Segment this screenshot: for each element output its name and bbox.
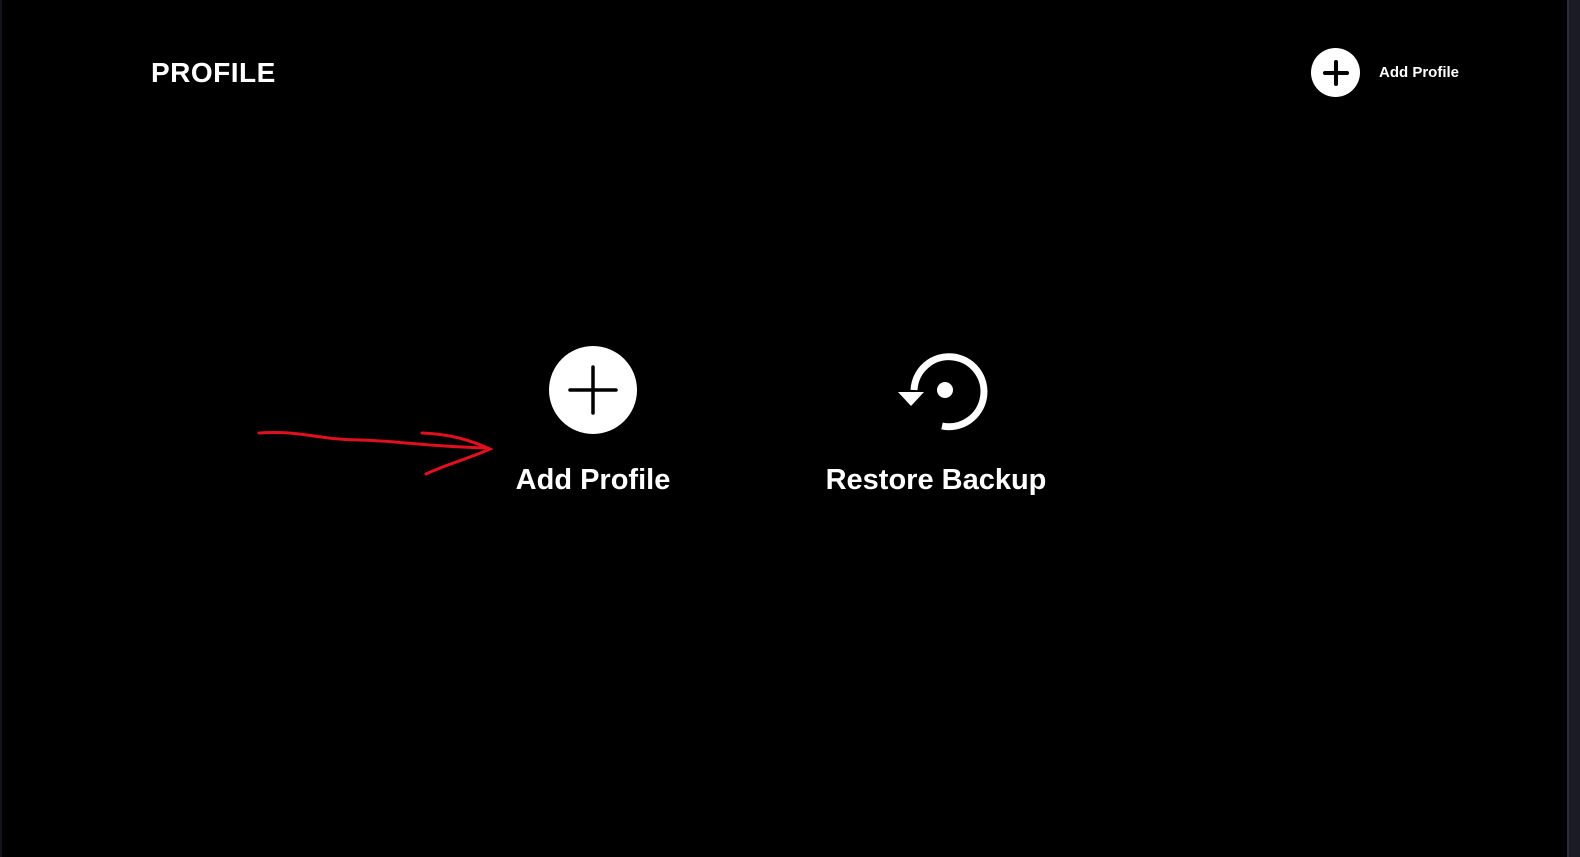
window-edge-right [1567, 0, 1580, 857]
window-edge-left [0, 0, 2, 857]
restore-icon [892, 346, 988, 434]
restore-backup-label: Restore Backup [825, 464, 1047, 496]
restore-backup-button[interactable]: Restore Backup [813, 346, 1059, 497]
header-add-profile-button[interactable]: Add Profile [1311, 48, 1459, 97]
plus-icon [1311, 48, 1360, 97]
add-profile-button[interactable]: Add Profile [505, 346, 681, 497]
add-profile-label: Add Profile [515, 464, 671, 496]
page-title: PROFILE [151, 57, 276, 88]
header-add-profile-label: Add Profile [1379, 64, 1460, 81]
plus-circle-icon [549, 346, 637, 434]
